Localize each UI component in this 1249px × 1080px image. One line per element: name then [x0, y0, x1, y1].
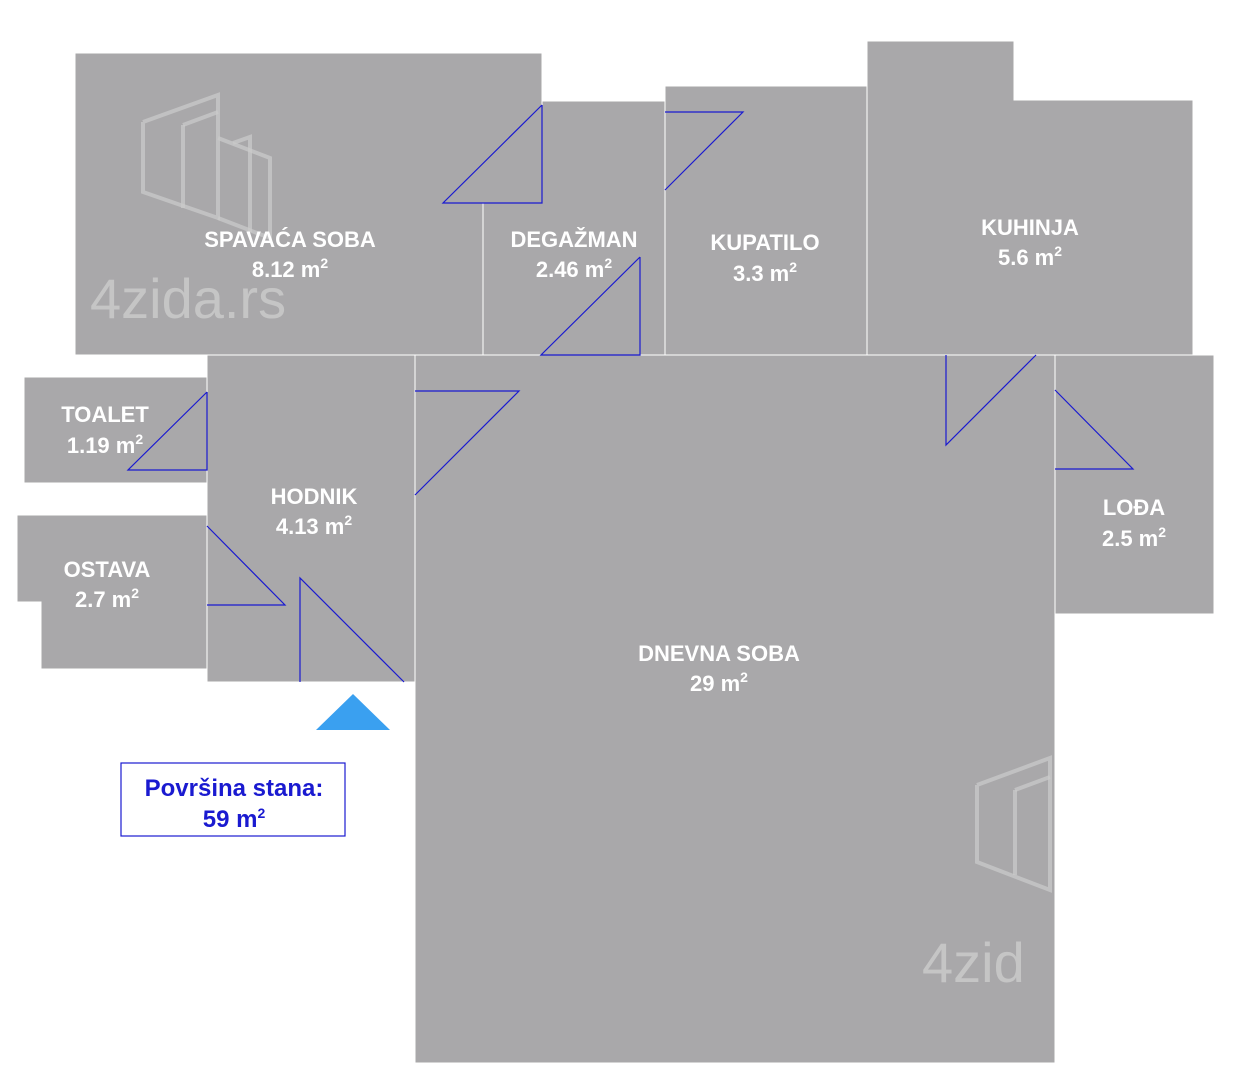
room-ostava	[16, 514, 208, 670]
watermark-text-bottom: 4zid	[922, 931, 1025, 994]
room-label-degazman: DEGAŽMAN	[510, 227, 637, 252]
room-label-loda: LOĐA	[1103, 495, 1165, 520]
door-degazman	[539, 256, 641, 356]
room-kupatilo	[664, 85, 868, 356]
room-area-dnevna: 29 m2	[690, 669, 748, 696]
door-kuhinja	[945, 354, 1037, 447]
door-ostava	[206, 525, 287, 606]
room-label-dnevna: DNEVNA SOBA	[638, 641, 800, 666]
room-dnevna-soba	[414, 354, 1056, 1064]
door-loda	[1054, 389, 1135, 470]
room-hodnik	[206, 354, 416, 683]
room-area-degazman: 2.46 m2	[536, 255, 613, 282]
room-area-ostava: 2.7 m2	[75, 585, 139, 612]
room-label-ostava: OSTAVA	[64, 557, 151, 582]
room-toalet	[23, 376, 208, 484]
watermark-text-top: 4zida.rs	[90, 267, 286, 330]
room-label-kupatilo: KUPATILO	[710, 230, 819, 255]
entrance-arrow-icon	[316, 694, 390, 730]
room-area-kupatilo: 3.3 m2	[733, 259, 797, 286]
total-area-label: Površina stana:	[145, 775, 324, 802]
room-spavaca-soba	[74, 52, 543, 356]
room-area-spavaca: 8.12 m2	[252, 255, 329, 282]
watermark-logo-top: 4zida.rs	[90, 92, 286, 330]
door-kupatilo	[664, 111, 745, 191]
room-label-spavaca: SPAVAĆA SOBA	[204, 227, 376, 252]
room-area-toalet: 1.19 m2	[67, 431, 144, 458]
room-label-hodnik: HODNIK	[271, 484, 358, 509]
room-label-toalet: TOALET	[61, 402, 149, 427]
total-area-frame	[120, 762, 346, 837]
room-label-kuhinja: KUHINJA	[981, 215, 1079, 240]
watermark-logo-bottom: 4zid	[922, 755, 1052, 994]
room-loda	[1054, 354, 1215, 615]
door-entrance	[299, 576, 405, 683]
door-toalet	[126, 391, 208, 471]
door-hodnik-dnevna	[414, 390, 521, 496]
room-area-kuhinja: 5.6 m2	[998, 243, 1062, 270]
door-spavaca	[441, 104, 543, 204]
total-area-box: Površina stana: 59 m2	[120, 762, 346, 837]
total-area-value: 59 m2	[203, 805, 266, 833]
door-swings	[126, 104, 1135, 683]
room-kuhinja	[866, 40, 1194, 356]
room-area-loda: 2.5 m2	[1102, 524, 1166, 551]
room-area-hodnik: 4.13 m2	[276, 512, 353, 539]
